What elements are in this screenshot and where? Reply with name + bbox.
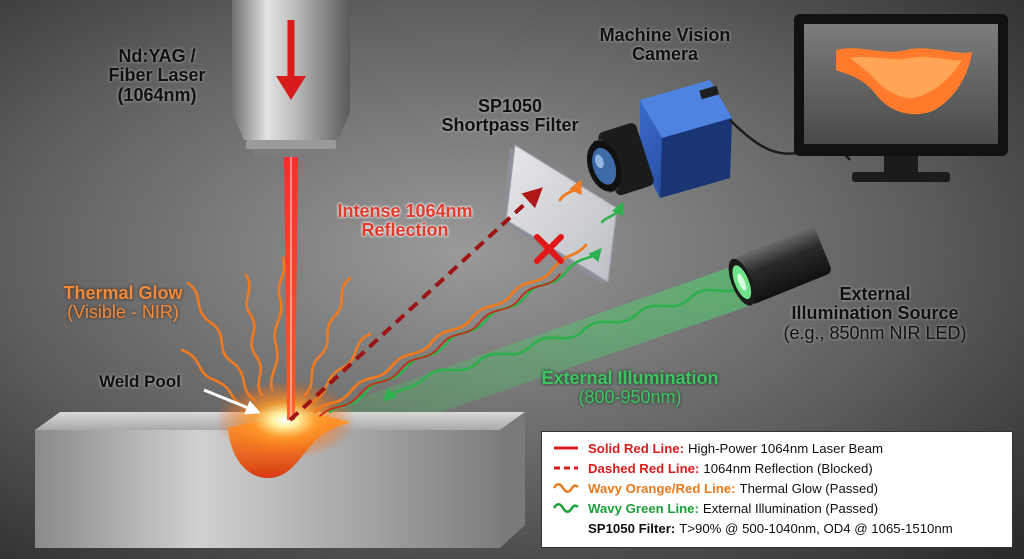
ext-illum-label: External Illumination (800-950nm) — [520, 368, 740, 408]
wavy-green-swatch — [552, 503, 579, 513]
thermal-label-line2: (Visible - NIR) — [67, 302, 179, 323]
legend: Solid Red Line: High-Power 1064nm Laser … — [541, 431, 1013, 548]
weld-pool-pointer — [203, 388, 261, 415]
ext-illum-line2: (800-950nm) — [578, 387, 682, 408]
reflection-label-line2: Reflection — [361, 220, 449, 241]
weld-pool — [215, 380, 355, 478]
wavy-orange-swatch — [552, 483, 579, 493]
solid-red-swatch — [554, 446, 578, 450]
illum-source-line1: External — [839, 284, 911, 304]
thermal-label-line1: Thermal Glow — [63, 283, 183, 303]
laser-head — [232, 0, 350, 157]
illumination-cone — [325, 262, 752, 440]
legend-key-wavy-orange: Wavy Orange/Red Line: — [588, 480, 736, 496]
thermal-glow-rays — [180, 256, 372, 410]
ext-illum-line1: External Illumination — [541, 368, 719, 388]
legend-row-wavy-orange: Wavy Orange/Red Line: Thermal Glow (Pass… — [552, 478, 1002, 498]
camera-label-line2: Camera — [631, 44, 699, 65]
illum-source-line2: Illumination Source — [791, 303, 959, 324]
laser-label-line2: Fiber Laser — [108, 65, 206, 86]
camera-icon — [586, 80, 732, 198]
legend-key-dashed-red: Dashed Red Line: — [588, 460, 700, 476]
legend-text-solid-red: High-Power 1064nm Laser Beam — [687, 440, 883, 456]
dashed-red-swatch — [554, 466, 578, 470]
filter-label-line1: SP1050 — [477, 96, 543, 116]
camera-label-line1: Machine Vision — [599, 25, 731, 45]
reflection-label: Intense 1064nm Reflection — [320, 201, 490, 241]
legend-text-filter: T>90% @ 500-1040nm, OD4 @ 1065-1510nm — [679, 520, 953, 536]
legend-text-wavy-green: External Illumination (Passed) — [702, 500, 879, 516]
legend-row-wavy-green: Wavy Green Line: External Illumination (… — [552, 498, 1002, 518]
illum-source-line3: (e.g., 850nm NIR LED) — [783, 322, 967, 343]
legend-key-filter: SP1050 Filter: — [588, 520, 676, 536]
legend-row-solid-red: Solid Red Line: High-Power 1064nm Laser … — [552, 438, 1002, 458]
monitor-icon — [729, 14, 1008, 182]
legend-key-solid-red: Solid Red Line: — [588, 440, 684, 456]
legend-row-filter: SP1050 Filter: T>90% @ 500-1040nm, OD4 @… — [552, 518, 1002, 538]
camera-label: Machine Vision Camera — [585, 25, 745, 65]
reflection-label-line1: Intense 1064nm — [337, 201, 473, 221]
filter-label-line2: Shortpass Filter — [441, 115, 579, 136]
down-arrow-icon — [276, 76, 306, 100]
legend-text-wavy-orange: Thermal Glow (Passed) — [739, 480, 879, 496]
filter-label: SP1050 Shortpass Filter — [420, 96, 600, 136]
illum-source-label: External Illumination Source (e.g., 850n… — [760, 284, 990, 343]
legend-row-dashed-red: Dashed Red Line: 1064nm Reflection (Bloc… — [552, 458, 1002, 478]
laser-label: Nd:YAG / Fiber Laser (1064nm) — [92, 46, 222, 105]
laser-label-line3: (1064nm) — [117, 84, 197, 105]
thermal-label: Thermal Glow (Visible - NIR) — [48, 283, 198, 323]
led-icon — [728, 227, 831, 306]
block-x-icon — [534, 234, 564, 264]
shortpass-filter — [501, 143, 618, 284]
legend-key-wavy-green: Wavy Green Line: — [588, 500, 699, 516]
thermal-to-camera — [313, 179, 588, 417]
laser-label-line1: Nd:YAG / — [118, 46, 196, 66]
weld-pool-label: Weld Pool — [99, 372, 181, 391]
reflection-line — [288, 187, 543, 422]
legend-text-dashed-red: 1064nm Reflection (Blocked) — [703, 460, 873, 476]
